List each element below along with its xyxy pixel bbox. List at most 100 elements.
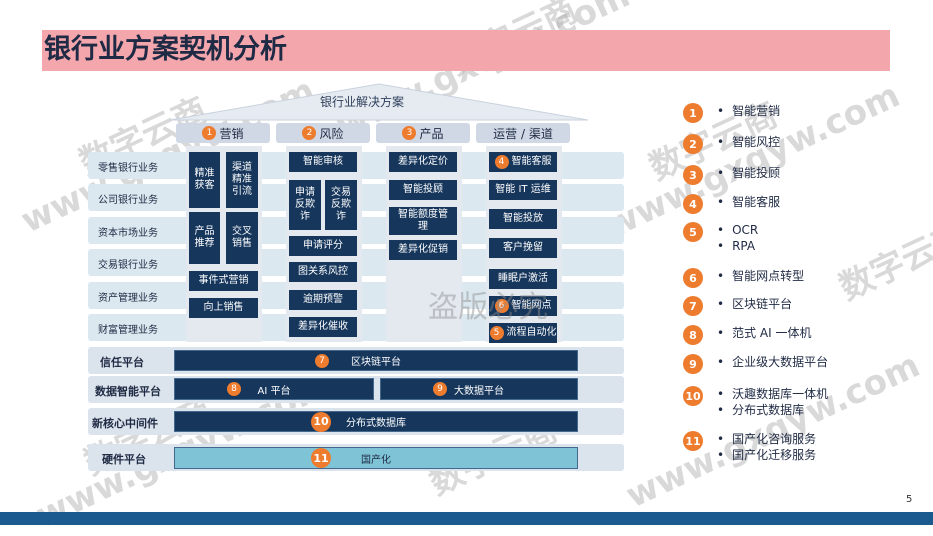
platform-bar-blockchain: 7 区块链平台: [174, 350, 578, 371]
legend-text: RPA: [717, 238, 758, 254]
platform-bar-label: 国产化: [361, 454, 391, 466]
box-label: 智能客服: [511, 156, 552, 167]
roof-label: 银行业解决方案: [320, 95, 405, 109]
badge-number: 11: [311, 448, 331, 468]
badge-number: 3: [683, 165, 703, 185]
box-label: 流程自动化: [506, 327, 557, 338]
legend-item: 8 范式 AI 一体机: [683, 325, 811, 345]
box-label: 智能投放: [503, 213, 543, 224]
watermark-text: 数字云商: [833, 214, 933, 309]
box-differentiated-pricing: 差异化定价: [389, 152, 457, 172]
badge-number: 3: [402, 126, 417, 140]
platform-bar-label: 大数据平台: [454, 385, 504, 397]
business-label: 资本市场业务: [98, 228, 158, 239]
watermark-overlay: 盗版必究: [428, 290, 548, 325]
platform-bar-ai: 8 AI 平台: [174, 378, 374, 400]
legend-text: 智能客服: [717, 194, 780, 210]
badge-number: 9: [683, 354, 703, 374]
box-differentiated-collection: 差异化催收: [289, 317, 357, 337]
title-bar: [42, 30, 890, 71]
platform-label: 信任平台: [100, 356, 144, 369]
badge-number: 9: [433, 382, 447, 396]
box-smart-advisor: 智能投顾: [389, 180, 457, 200]
badge-number: 5: [489, 326, 504, 340]
platform-label: 新核心中间件: [92, 417, 158, 430]
badge-number: 4: [683, 194, 703, 214]
legend-item: 2 智能风控: [683, 134, 780, 154]
box-graph-risk-control: 图关系风控: [289, 262, 357, 282]
badge-number: 6: [683, 268, 703, 288]
category-label: 运营 / 渠道: [493, 126, 553, 141]
legend-text: 企业级大数据平台: [717, 354, 828, 370]
box-smart-delivery: 智能投放: [489, 209, 557, 229]
legend-item: 10 沃趣数据库一体机 分布式数据库: [683, 386, 828, 418]
page-number: 5: [906, 494, 913, 505]
platform-bar-label: 区块链平台: [351, 357, 401, 368]
legend-text: OCR: [717, 222, 758, 238]
badge-number: 2: [683, 134, 703, 154]
box-product-recommendation: 产品 推荐: [189, 212, 220, 264]
legend-text: 国产化迁移服务: [717, 447, 816, 463]
page-title: 银行业方案契机分析: [44, 34, 287, 65]
platform-label: 数据智能平台: [95, 385, 161, 398]
box-transaction-antifraud: 交易 反欺 诈: [325, 180, 357, 230]
box-label: 智能 IT 运维: [495, 184, 551, 195]
badge-number: 10: [311, 411, 331, 432]
box-precise-acquisition: 精准 获客: [189, 152, 220, 208]
legend-item: 3 智能投顾: [683, 165, 780, 185]
legend-item: 4 智能客服: [683, 194, 780, 214]
box-customer-retention: 客户挽留: [489, 238, 557, 258]
legend-item: 5 OCR RPA: [683, 222, 758, 254]
platform-bar-distributed-db: 10 分布式数据库: [174, 411, 578, 432]
watermark-url: www.gxqyw.com: [600, 75, 906, 247]
legend-text: 范式 AI 一体机: [717, 325, 811, 341]
platform-bar-label: 分布式数据库: [346, 418, 406, 429]
business-label: 零售银行业务: [98, 163, 158, 174]
box-application-antifraud: 申请 反欺 诈: [289, 180, 321, 230]
platform-label: 硬件平台: [102, 453, 146, 466]
badge-number: 2: [302, 126, 317, 140]
platform-bar-label: AI 平台: [257, 385, 291, 397]
badge-number: 1: [683, 103, 703, 123]
box-dormant-activation: 睡眠户激活: [489, 269, 557, 289]
box-label: 智能网点: [511, 300, 552, 311]
category-label: 产品: [419, 126, 444, 141]
badge-number: 7: [683, 296, 703, 316]
legend-text: 智能投顾: [717, 165, 780, 181]
legend-item: 1 智能营销: [683, 103, 780, 123]
legend-text: 沃趣数据库一体机: [717, 386, 828, 402]
category-operations: 运营 / 渠道: [476, 123, 570, 143]
badge-number: 8: [227, 382, 241, 396]
business-label: 交易银行业务: [98, 260, 158, 271]
business-label: 财富管理业务: [98, 325, 158, 336]
box-smart-it-ops: 智能 IT 运维: [489, 180, 557, 200]
footer-bar: [0, 512, 933, 525]
badge-number: 6: [494, 299, 509, 313]
box-smart-review: 智能审核: [289, 152, 357, 172]
badge-number: 11: [683, 431, 703, 451]
business-label: 资产管理业务: [98, 293, 158, 304]
box-smart-credit-limit: 智能额度管 理: [389, 207, 457, 235]
legend-text: 区块链平台: [717, 296, 792, 312]
box-upselling: 向上销售: [189, 298, 258, 318]
box-channel-guidance: 渠道 精准 引流: [226, 152, 258, 208]
box-cross-selling: 交叉 销售: [226, 212, 258, 264]
legend-text: 智能网点转型: [717, 268, 804, 284]
legend-text: 分布式数据库: [717, 402, 828, 418]
legend-text: 国产化咨询服务: [717, 431, 816, 447]
box-overdue-warning: 逾期预警: [289, 290, 357, 310]
box-label: 客户挽留: [503, 242, 543, 253]
legend-text: 智能风控: [717, 134, 780, 150]
badge-number: 10: [683, 386, 703, 406]
box-label: 睡眠户激活: [498, 273, 548, 284]
badge-number: 1: [202, 126, 217, 140]
badge-number: 8: [683, 325, 703, 345]
business-label: 公司银行业务: [98, 195, 158, 206]
category-label: 营销: [219, 126, 244, 141]
box-event-marketing: 事件式营销: [189, 271, 258, 291]
